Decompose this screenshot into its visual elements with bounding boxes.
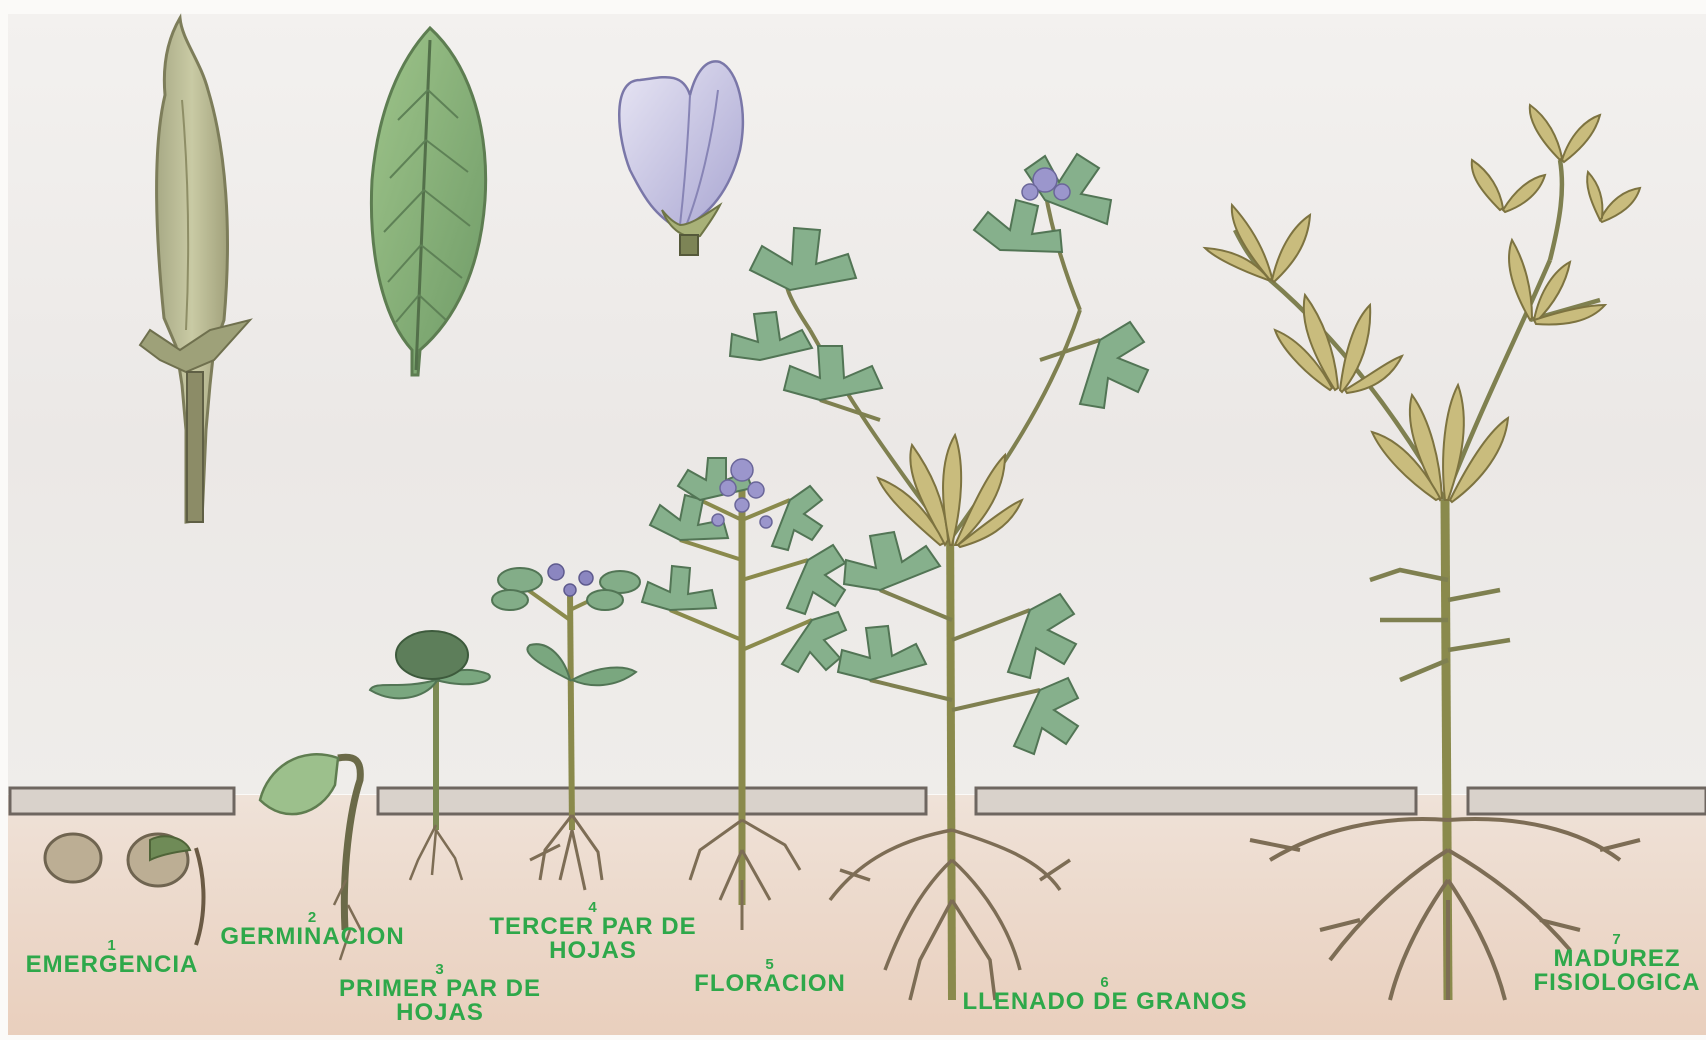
stage-name-7-line2: FISIOLOGICA — [1528, 971, 1706, 995]
stage-label-6: 6 LLENADO DE GRANOS — [945, 975, 1265, 1014]
stage-label-1: 1 EMERGENCIA — [22, 938, 202, 977]
stage-name-4-line2: HOJAS — [478, 939, 708, 963]
stage-label-5: 5 FLORACION — [680, 957, 860, 996]
stage-name-7-line1: MADUREZ — [1528, 947, 1706, 971]
stage-label-2: 2 GERMINACION — [210, 910, 415, 949]
stage-name-5: FLORACION — [680, 972, 860, 996]
stage-label-3: 3 PRIMER PAR DE HOJAS — [330, 962, 550, 1025]
stage-name-4-line1: TERCER PAR DE — [478, 915, 708, 939]
stage-name-6: LLENADO DE GRANOS — [945, 990, 1265, 1014]
stage-name-1: EMERGENCIA — [22, 953, 202, 977]
stage-name-2: GERMINACION — [210, 925, 415, 949]
stage-name-3-line1: PRIMER PAR DE — [330, 977, 550, 1001]
stage-label-7: 7 MADUREZ FISIOLOGICA — [1528, 932, 1706, 995]
stage-label-4: 4 TERCER PAR DE HOJAS — [478, 900, 708, 963]
stage-name-3-line2: HOJAS — [330, 1001, 550, 1025]
